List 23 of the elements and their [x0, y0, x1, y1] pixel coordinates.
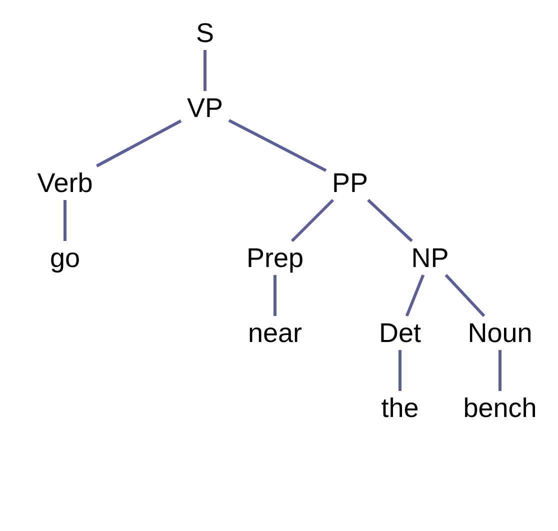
- tree-node-label: bench: [457, 391, 543, 425]
- tree-branch-line: [405, 274, 425, 317]
- tree-branch-line: [274, 275, 276, 316]
- tree-node-label: Prep: [240, 241, 310, 275]
- tree-node-label: PP: [326, 166, 374, 200]
- tree-branch-line: [204, 50, 206, 91]
- tree-branch-line: [64, 200, 66, 241]
- tree-node-label: VP: [180, 91, 230, 125]
- tree-node-label: NP: [405, 241, 455, 275]
- tree-node-label: the: [375, 391, 425, 425]
- tree-branch-line: [96, 120, 182, 168]
- tree-branch-line: [367, 198, 413, 242]
- tree-branch-line: [290, 198, 334, 242]
- tree-branch-line: [228, 119, 327, 172]
- tree-node-label: S: [190, 16, 220, 50]
- tree-node-label: go: [44, 241, 86, 275]
- tree-branch-line: [498, 350, 502, 391]
- tree-branch-line: [444, 274, 486, 318]
- tree-branch-line: [398, 350, 402, 391]
- tree-node-label: Noun: [462, 316, 538, 350]
- tree-node-label: Verb: [31, 166, 99, 200]
- tree-node-label: Det: [372, 316, 428, 350]
- tree-node-label: near: [242, 316, 308, 350]
